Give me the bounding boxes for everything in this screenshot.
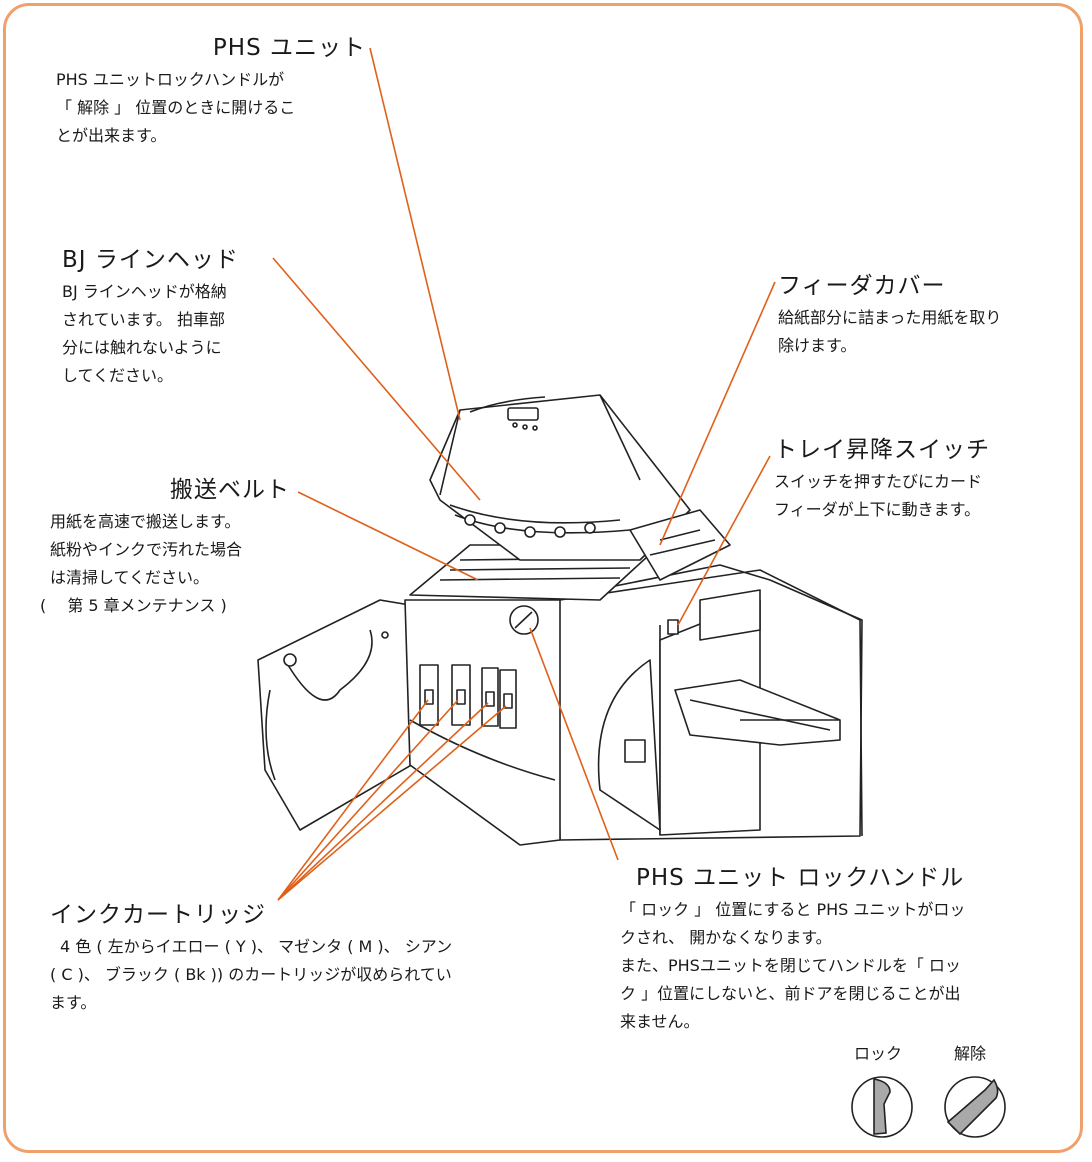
desc-ink-cartridge: 4 色 ( 左からイエロー ( Y )、 マゼンタ ( M )、 シアン ( C… [50, 937, 453, 1012]
label-tray-switch: トレイ昇降スイッチ スイッチを押すたびにカード フィーダが上下に動きます。 [774, 430, 1074, 524]
title-feeder-cover: フィーダカバー [778, 273, 946, 299]
leader-lock [529, 627, 619, 861]
label-phs-unit: PHS ユニット PHS ユニットロックハンドルが 「 解除 」 位置のときに開… [56, 28, 366, 150]
phs-unit-lid [429, 394, 691, 561]
desc-tray-switch: スイッチを押すたびにカード フィーダが上下に動きます。 [774, 472, 983, 519]
leader-phs-unit [369, 47, 461, 421]
output-tray [674, 679, 841, 746]
leader-tray [677, 455, 771, 626]
leader-lines [272, 47, 776, 901]
leader-bj-head [272, 257, 481, 501]
leader-belt [297, 491, 479, 581]
label-lock-handle: PHS ユニット ロックハンドル 「 ロック 」 位置にすると PHS ユニット… [620, 858, 1060, 1036]
desc-bj-head: BJ ラインヘッドが格納 されています。 拍車部 分には触れないように してくだ… [62, 282, 227, 385]
desc-belt: 用紙を高速で搬送します。 紙粉やインクで汚れた場合 は清掃してください。 ( 第… [40, 512, 243, 615]
title-tray-switch: トレイ昇降スイッチ [774, 437, 990, 463]
leader-ink-bk [277, 705, 507, 901]
front-door [257, 599, 421, 831]
callout-frame [3, 3, 1083, 1153]
title-lock-handle: PHS ユニット ロックハンドル [636, 865, 965, 891]
label-ink-cartridge: インクカートリッジ 4 色 ( 左からイエロー ( Y )、 マゼンタ ( M … [50, 895, 610, 1017]
feeder-cover [629, 509, 731, 581]
handle-icons [851, 1076, 1006, 1138]
tray-switch [667, 619, 679, 635]
label-belt: 搬送ベルト 用紙を高速で搬送します。 紙粉やインクで汚れた場合 は清掃してくださ… [40, 470, 290, 620]
title-ink-cartridge: インクカートリッジ [50, 902, 266, 928]
leader-feeder [659, 281, 776, 546]
title-phs-unit: PHS ユニット [212, 35, 366, 61]
desc-phs-unit: PHS ユニットロックハンドルが 「 解除 」 位置のときに開けるこ とが出来ま… [56, 70, 296, 145]
panel-display [507, 407, 539, 421]
title-belt: 搬送ベルト [170, 477, 290, 503]
handle-lock-label: ロック [854, 1044, 903, 1063]
label-feeder-cover: フィーダカバー 給紙部分に詰まった用紙を取り 除けます。 [778, 266, 1078, 360]
leader-ink-y [277, 699, 429, 901]
leader-ink-m [277, 699, 459, 901]
desc-feeder-cover: 給紙部分に詰まった用紙を取り 除けます。 [778, 308, 1002, 355]
handle-release-label: 解除 [954, 1044, 987, 1063]
leader-ink-c [277, 702, 489, 901]
title-bj-head: BJ ラインヘッド [62, 247, 239, 273]
label-bj-head: BJ ラインヘッド BJ ラインヘッドが格納 されています。 拍車部 分には触れ… [62, 240, 292, 390]
desc-lock-handle: 「 ロック 」 位置にすると PHS ユニットがロッ クされ、 開かなくなります… [620, 900, 966, 1031]
